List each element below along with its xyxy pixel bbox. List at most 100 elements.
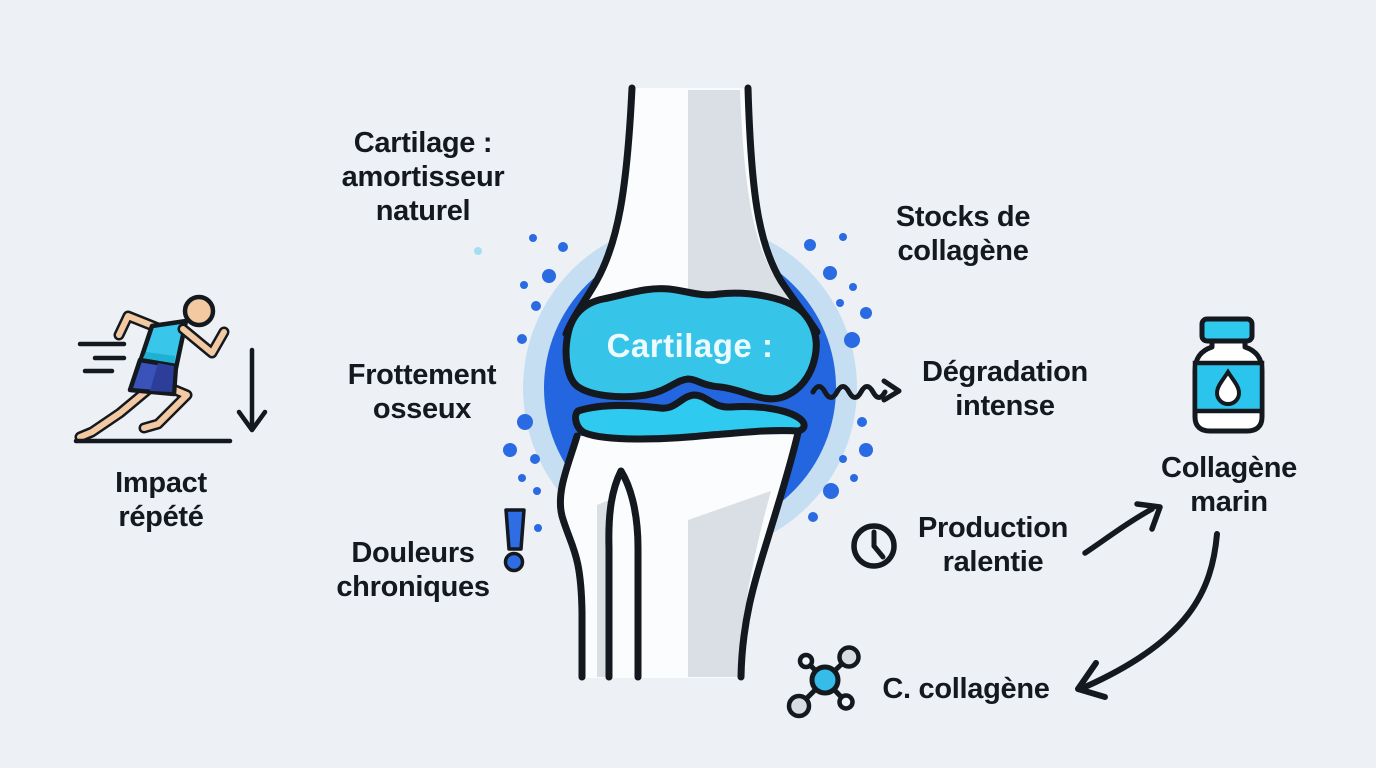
label-line: collagène (897, 235, 1029, 267)
molecule-icon (786, 645, 861, 719)
label-production-ralentie: Production ralentie (918, 511, 1068, 579)
speed-lines-icon (77, 341, 127, 374)
label-impact-repete: Impact répété (115, 466, 207, 534)
drop-icon (1214, 368, 1242, 406)
wavy-arrow-shaft (810, 384, 888, 400)
tibia-outline-left (556, 432, 586, 681)
dot (839, 233, 847, 241)
dot (530, 454, 540, 464)
exclamation-icon (503, 508, 526, 573)
dot (857, 417, 867, 427)
label-line: Cartilage : (353, 127, 493, 159)
dot (531, 301, 541, 311)
exclamation-bar (504, 508, 526, 551)
femur-shading (688, 90, 814, 350)
dot (517, 414, 533, 430)
dot (823, 483, 839, 499)
collagen-dots-left (474, 234, 568, 532)
label-douleurs-chroniques: Douleurs chroniques (336, 536, 490, 604)
clock-face (851, 523, 897, 569)
runner-back-arm (116, 313, 161, 338)
dot (520, 281, 528, 289)
runner-back-leg (77, 385, 153, 440)
label-line: Production (917, 512, 1069, 544)
label-line: Frottement (347, 359, 497, 391)
knee-joint-illustration (523, 84, 857, 681)
molecule-center (809, 664, 841, 696)
dot (860, 307, 872, 319)
label-stocks-collagene: Stocks de collagène (895, 200, 1031, 268)
down-arrow-icon (236, 347, 268, 433)
label-line: C. collagène (882, 673, 1050, 705)
pill-bottle-icon (1192, 316, 1265, 434)
curved-arrow-down-head (1075, 660, 1108, 700)
label-line: Dégradation (922, 356, 1088, 388)
tibia-outline-right (737, 429, 802, 681)
label-line: Impact (115, 467, 207, 499)
label-line: Stocks de (895, 201, 1031, 233)
runner-head (182, 294, 216, 328)
dot (849, 283, 857, 291)
curved-arrow-up-shaft (1082, 506, 1155, 556)
runner-shorts-shade (150, 363, 174, 392)
label-line: naturel (375, 195, 471, 227)
cartilage-condyle (562, 285, 820, 403)
dot (542, 269, 556, 283)
molecule-node (786, 693, 812, 719)
label-line: répété (118, 501, 204, 533)
bottle-cap (1199, 316, 1255, 344)
dot (804, 239, 816, 251)
wavy-arrow-icon (810, 378, 902, 403)
label-cartilage-amortisseur: Cartilage : amortisseur naturel (342, 126, 505, 228)
label-line: marin (1190, 486, 1268, 518)
dot (839, 455, 847, 463)
molecule-node (797, 652, 815, 670)
down-arrow-head (236, 409, 268, 433)
dot (474, 247, 482, 255)
dot (836, 299, 844, 307)
clock-hour-hand (871, 543, 886, 560)
exclamation-dot (503, 551, 525, 573)
dot (534, 524, 542, 532)
curved-arrow-up-head (1134, 501, 1163, 532)
dot (844, 332, 860, 348)
dot (517, 334, 527, 344)
label-collagene-marin: Collagène marin (1161, 451, 1297, 519)
dot (533, 487, 541, 495)
curved-arrow-down-shaft (1082, 531, 1220, 690)
label-line: osseux (372, 393, 472, 425)
runner-front-arm (180, 326, 227, 356)
label-line: chroniques (336, 571, 490, 603)
dot (503, 443, 517, 457)
dot (850, 474, 858, 482)
dot (823, 266, 837, 280)
runner-front-leg (141, 384, 190, 431)
runner-icon (73, 294, 233, 444)
wavy-arrow-head (881, 378, 902, 403)
label-line: Collagène (1161, 452, 1297, 484)
label-c-collagene: C. collagène (882, 672, 1050, 706)
label-frottement-osseux: Frottement osseux (347, 358, 497, 426)
label-degradation-intense: Dégradation intense (922, 355, 1088, 423)
dot (529, 234, 537, 242)
cartilage-band (572, 391, 808, 443)
molecule-node (837, 645, 861, 669)
dot (558, 242, 568, 252)
tibia-shading (688, 491, 771, 677)
curved-arrow-up-icon (1082, 501, 1163, 556)
curved-arrow-down-icon (1075, 531, 1220, 700)
dot (518, 474, 526, 482)
fibula-outline (605, 467, 642, 681)
molecule-node (837, 693, 855, 711)
label-line: Douleurs (351, 537, 475, 569)
dot (808, 512, 818, 522)
label-line: amortisseur (341, 161, 505, 193)
collagen-dots-right (804, 233, 873, 522)
joint-cartilage-label: Cartilage : (607, 327, 774, 365)
label-line: ralentie (942, 546, 1044, 578)
label-line: Cartilage : (606, 327, 774, 364)
dot (859, 443, 873, 457)
label-line: intense (955, 390, 1055, 422)
